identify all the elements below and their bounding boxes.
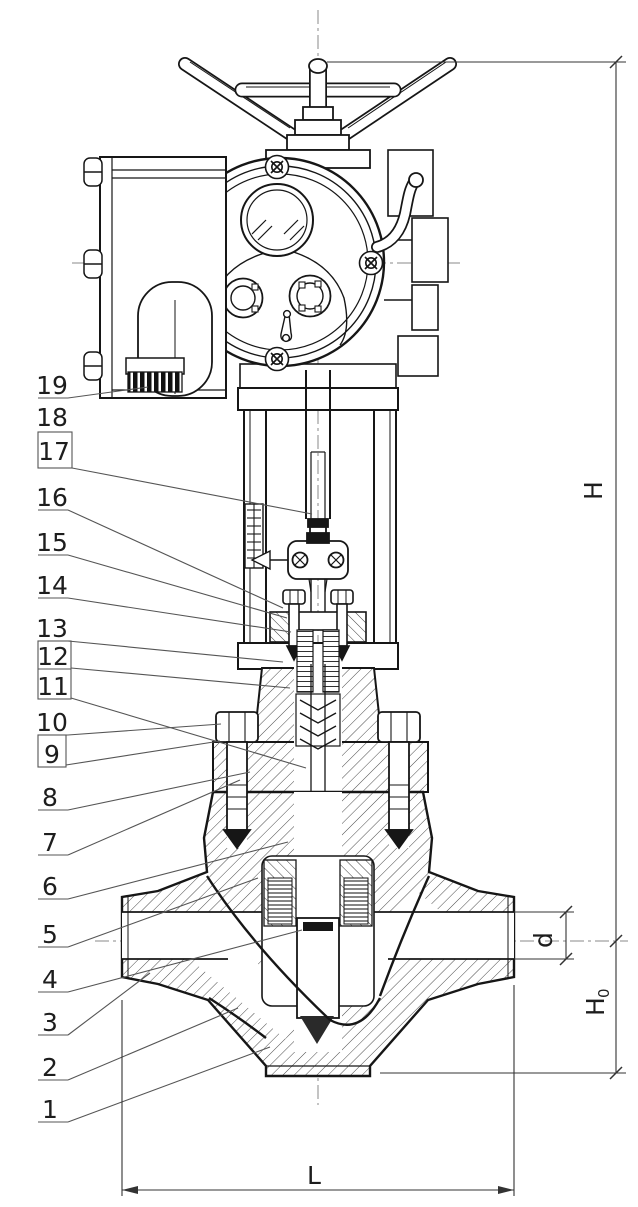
rim-bolt-bottom	[264, 346, 290, 372]
callout-2-label: 2	[42, 1053, 58, 1082]
packing-left	[296, 629, 314, 693]
indicator-dial-left	[222, 277, 264, 319]
packing-right	[322, 629, 340, 693]
dim-H0-subscript: 0	[595, 988, 613, 998]
callout-14: 14	[36, 571, 292, 633]
terminal-box	[384, 217, 449, 331]
gland-bolt-right	[330, 589, 354, 662]
callout-11-label: 11	[37, 672, 69, 701]
callout-12: 12	[37, 640, 291, 700]
handwheel	[178, 57, 457, 172]
callout-10: 10	[36, 708, 222, 737]
dim-H0: H 0	[380, 941, 626, 1080]
motor-tabs	[83, 157, 103, 381]
conduit-gland	[125, 357, 185, 393]
sight-glass	[240, 183, 314, 257]
callout-9-label: 9	[44, 740, 60, 769]
hand-lever	[371, 172, 424, 253]
indicator-dial-right	[288, 274, 332, 318]
callout-12-label: 12	[37, 642, 69, 671]
callout-16-label: 16	[36, 483, 68, 512]
yoke	[237, 387, 399, 670]
callout-18-label: 18	[36, 403, 68, 432]
callout-1-label: 1	[42, 1095, 58, 1124]
dim-H-label: H	[579, 481, 608, 500]
callout-8-label: 8	[42, 783, 58, 812]
callout-17-label: 17	[38, 437, 70, 466]
callout-18: 18	[36, 403, 68, 432]
callout-13: 13	[36, 614, 284, 663]
dim-H0-label: H	[581, 997, 610, 1016]
stem-assembly	[250, 370, 349, 930]
callout-15-label: 15	[36, 528, 68, 557]
bonnet-stud-left	[215, 711, 259, 850]
packing-springs	[295, 693, 341, 750]
callout-17: 17	[37, 431, 313, 515]
stem-nut	[307, 518, 329, 528]
cam-link	[280, 309, 293, 343]
rim-bolt-right	[358, 250, 384, 276]
stem-guide-block	[287, 532, 349, 593]
callout-4: 4	[38, 929, 303, 994]
dim-L-label: L	[307, 1161, 321, 1190]
dim-d: d	[514, 905, 574, 966]
handwheel-spoke-left	[178, 57, 299, 142]
dim-d-label: d	[529, 932, 558, 948]
callout-8: 8	[38, 771, 251, 812]
callout-15: 15	[36, 528, 288, 619]
callout-6-label: 6	[42, 872, 58, 901]
callouts: 19 18 17 16 15 14 13 12	[36, 371, 313, 1124]
callout-14-label: 14	[36, 571, 68, 600]
bonnet-studs	[215, 711, 421, 850]
callout-13-label: 13	[36, 614, 68, 643]
position-pointer	[250, 549, 288, 571]
callout-9: 9	[37, 734, 221, 769]
dim-L: L	[121, 985, 515, 1196]
rim-bolt-top	[264, 154, 290, 180]
callout-10-label: 10	[36, 708, 68, 737]
callout-3-label: 3	[42, 1008, 58, 1037]
valve-body	[120, 790, 516, 1078]
callout-5: 5	[38, 877, 259, 949]
handwheel-hub	[265, 106, 371, 169]
yoke-top-flange	[237, 387, 399, 411]
callout-3: 3	[38, 972, 151, 1037]
callout-19: 19	[36, 371, 149, 400]
callout-16: 16	[36, 483, 284, 609]
motor-housing	[83, 156, 227, 399]
seat-bushing-left	[263, 859, 297, 927]
dimensions: H H 0 d	[121, 55, 626, 1196]
callout-19-label: 19	[36, 371, 68, 400]
callout-7: 7	[38, 779, 241, 857]
callout-1: 1	[38, 1046, 271, 1124]
yoke-column-right	[373, 409, 397, 644]
callout-6: 6	[38, 841, 289, 901]
callout-7-label: 7	[42, 828, 58, 857]
handwheel-spoke-right	[337, 57, 457, 142]
callout-5-label: 5	[42, 920, 58, 949]
gate-disc	[296, 917, 340, 1044]
callout-2: 2	[38, 1007, 239, 1082]
position-scale	[244, 503, 264, 569]
gland-follower	[293, 611, 343, 631]
gland-assembly	[269, 589, 367, 662]
callout-11: 11	[37, 672, 307, 769]
seat-bushing-right	[339, 859, 373, 927]
bonnet-stud-right	[377, 711, 421, 850]
dim-H: H	[327, 55, 626, 948]
callout-4-label: 4	[42, 965, 58, 994]
